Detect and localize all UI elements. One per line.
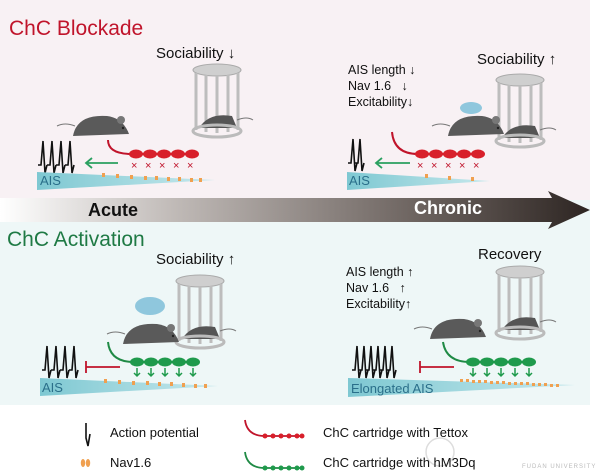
activation-acute-scene (40, 273, 238, 396)
mouse-icon (56, 115, 130, 137)
green-cartridge-icon (244, 451, 305, 471)
change-excitability: Excitability↓ (348, 94, 415, 110)
svg-text:×: × (445, 160, 451, 172)
nav16-channels (460, 379, 559, 387)
activation-chronic-changes: AIS length ↑ Nav 1.6 ↑ Excitability↑ (346, 264, 413, 312)
legend-red-cartridge: ChC cartridge with Tettox (323, 425, 468, 440)
change-label: Excitability (348, 95, 408, 109)
arrow-up-icon: ↑ (407, 265, 414, 279)
legend-nav16: Nav1.6 (110, 455, 152, 470)
green-arrow-icon (84, 157, 118, 169)
inhibition-arrow-icon (419, 361, 454, 373)
ais-shape (37, 172, 215, 190)
change-label: AIS length (346, 265, 404, 279)
speech-bubble-icon (460, 102, 482, 114)
svg-text:×: × (431, 160, 437, 172)
blockade-acute-sociability-label: Sociability ↓ (156, 45, 235, 62)
legend-graphics (80, 419, 455, 471)
label-text: Sociability (156, 251, 224, 268)
red-cartridge-icon (244, 419, 305, 439)
change-ais-length: AIS length ↓ (348, 62, 415, 78)
arrow-down-icon: ↓ (401, 79, 408, 93)
timeline-chronic-label: Chronic (414, 198, 483, 218)
activation-chronic-scene (348, 264, 575, 397)
svg-text:×: × (473, 160, 479, 172)
red-cartridge: × × × × × (391, 131, 485, 172)
mouse-icon (431, 115, 505, 137)
ais-label: AIS (42, 380, 63, 395)
change-nav16: Nav 1.6 ↑ (346, 280, 413, 296)
blockade-acute-scene: × × × × × (37, 62, 255, 190)
arrow-up-icon: ↑ (548, 51, 557, 68)
action-potential-train (347, 138, 365, 172)
blockade-title: ChC Blockade (9, 17, 144, 40)
arrow-down-icon: ↓ (409, 63, 416, 77)
blockade-chronic-changes: AIS length ↓ Nav 1.6 ↓ Excitability↓ (348, 62, 415, 110)
green-arrow-icon (374, 157, 410, 169)
ais-shape (40, 378, 218, 396)
svg-text:×: × (417, 160, 423, 172)
change-nav16: Nav 1.6 ↓ (348, 78, 415, 94)
chc-blockade-panel (0, 0, 590, 200)
arrow-up-icon: ↑ (399, 281, 406, 295)
change-label: Nav 1.6 (348, 79, 392, 93)
arrow-down-icon: ↓ (227, 45, 236, 62)
legend-green-cartridge: ChC cartridge with hM3Dq (323, 455, 476, 470)
svg-text:×: × (145, 160, 151, 172)
svg-text:×: × (187, 160, 193, 172)
timeline-arrow (0, 191, 590, 229)
cage-icon (174, 273, 238, 350)
svg-text:×: × (159, 160, 165, 172)
green-cartridge (442, 341, 536, 378)
university-seal-icon (425, 437, 455, 467)
svg-text:×: × (173, 160, 179, 172)
activation-title: ChC Activation (7, 228, 145, 251)
nav16-channels (102, 173, 202, 182)
action-potential-icon (85, 423, 91, 447)
legend-action-potential: Action potential (110, 425, 199, 440)
mouse-icon (413, 318, 487, 340)
ais-label: AIS (40, 173, 61, 188)
inhibition-arrow-icon (85, 361, 120, 373)
activation-chronic-outcome-label: Recovery (478, 246, 542, 263)
watermark: FUDAN UNIVERSITY (522, 464, 597, 470)
chc-activation-panel (0, 200, 590, 405)
change-excitability: Excitability↑ (346, 296, 413, 312)
blockade-chronic-sociability-label: Sociability ↑ (477, 51, 556, 68)
change-ais-length: AIS length ↑ (346, 264, 413, 280)
change-label: AIS length (348, 63, 406, 77)
ais-shape (347, 172, 490, 190)
blockade-chronic-scene: × × × × × (347, 72, 558, 190)
mouse-icon (106, 323, 180, 345)
timeline-acute-label: Acute (88, 200, 139, 220)
elongated-ais-label: Elongated AIS (351, 381, 434, 396)
nav16-channels (104, 379, 207, 388)
ais-shape (348, 378, 575, 397)
change-label: Nav 1.6 (346, 281, 390, 295)
label-text: Sociability (156, 45, 224, 62)
nav16-channels (425, 174, 474, 181)
cage-icon (191, 62, 255, 139)
speech-bubble-icon (135, 297, 165, 315)
action-potential-train (41, 345, 79, 379)
nav16-channel-icon (80, 459, 91, 467)
cage-icon (494, 72, 558, 149)
cage-icon (494, 264, 558, 341)
arrow-up-icon: ↑ (227, 251, 236, 268)
svg-text:×: × (459, 160, 465, 172)
red-cartridge: × × × × × (107, 139, 199, 172)
arrow-up-icon: ↑ (405, 297, 412, 311)
svg-text:×: × (131, 160, 137, 172)
green-cartridge (107, 341, 200, 378)
action-potential-train (351, 345, 397, 379)
action-potential-train (37, 140, 75, 174)
activation-acute-sociability-label: Sociability ↑ (156, 251, 235, 268)
change-label: Excitability (346, 297, 406, 311)
arrow-down-icon: ↓ (407, 95, 414, 109)
label-text: Sociability (477, 51, 545, 68)
ais-label: AIS (349, 173, 370, 188)
